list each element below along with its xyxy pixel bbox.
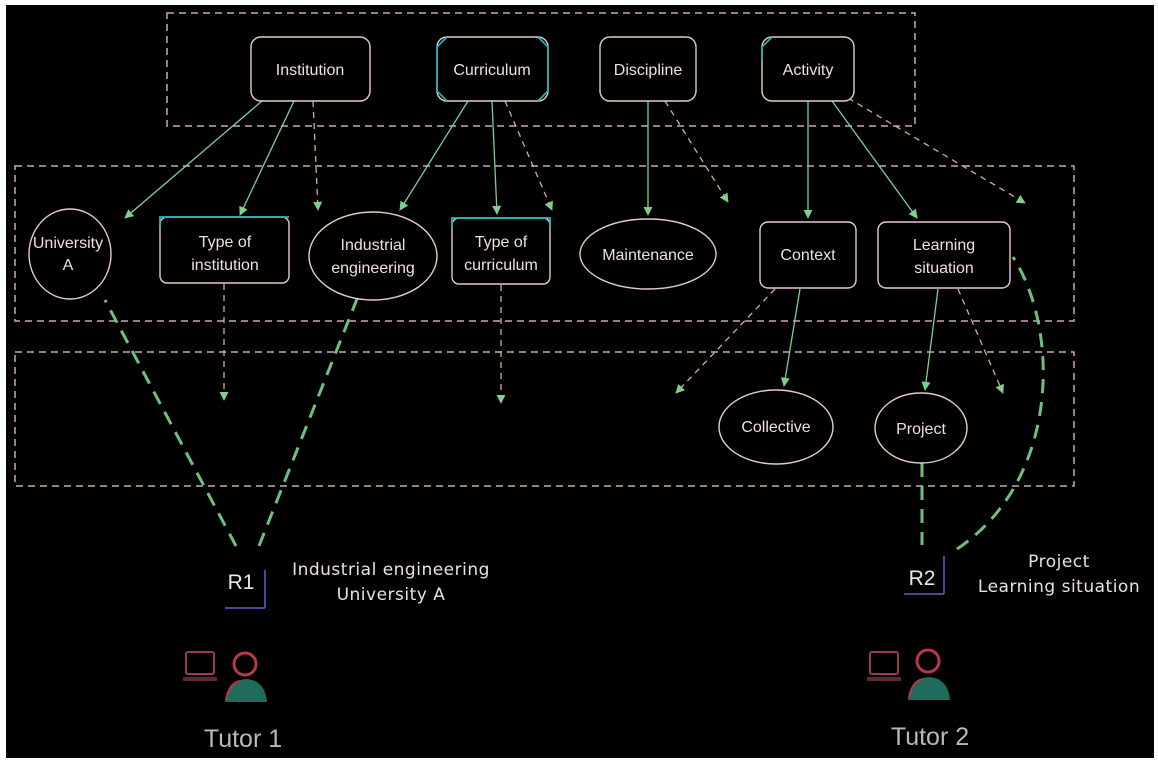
- node-curriculum: Curriculum: [436, 36, 549, 102]
- node-discipline: Discipline: [599, 36, 697, 102]
- project-label: Project: [896, 421, 946, 438]
- dashed-edges: [219, 97, 1026, 404]
- r1-description-line2: University A: [337, 585, 446, 605]
- type-institution-line1: Type of: [199, 234, 252, 251]
- edge-institution-university: [124, 100, 263, 219]
- resource-r2: R2 Project Learning situation: [904, 552, 1140, 597]
- edge-institution-dashed: [312, 100, 323, 211]
- node-maintenance: Maintenance: [579, 218, 717, 290]
- edge-activity-learning: [831, 100, 918, 219]
- link-r2-learning: [956, 256, 1045, 551]
- diagram-background: [6, 5, 1154, 758]
- node-university-a: University A: [28, 208, 112, 300]
- r2-label: R2: [909, 567, 936, 590]
- edge-curriculum-industrial: [399, 100, 469, 211]
- learning-label-line2: situation: [914, 260, 974, 277]
- r1-description-line1: Industrial engineering: [292, 560, 490, 580]
- edge-context-dashed: [675, 288, 776, 394]
- learning-label-line1: Learning: [913, 237, 975, 254]
- industrial-label-line1: Industrial: [341, 237, 406, 254]
- context-label: Context: [780, 247, 836, 264]
- institution-label: Institution: [276, 62, 344, 79]
- edge-activity-dashed: [847, 97, 1026, 204]
- tutor-1-icon: [183, 651, 267, 702]
- edge-curriculum-dashed: [504, 100, 553, 211]
- node-project: Project: [874, 392, 968, 464]
- edge-discipline-dashed: [664, 100, 729, 203]
- industrial-label-line2: engineering: [331, 260, 415, 277]
- top-level-box: [166, 12, 916, 127]
- discipline-label: Discipline: [614, 62, 683, 79]
- maintenance-label: Maintenance: [602, 247, 694, 264]
- edge-institution-type-institution: [239, 100, 295, 216]
- university-label-line1: University: [33, 235, 103, 252]
- collective-label: Collective: [741, 419, 810, 436]
- edge-curriculum-type-curriculum: [491, 100, 502, 215]
- edge-learning-project: [921, 288, 939, 391]
- curriculum-label: Curriculum: [453, 62, 530, 79]
- node-context: Context: [759, 221, 857, 289]
- r2-description-line1: Project: [1028, 552, 1090, 572]
- type-curriculum-line2: curriculum: [464, 257, 538, 274]
- node-activity: Activity: [761, 36, 855, 102]
- r2-description-line2: Learning situation: [978, 577, 1140, 597]
- activity-label: Activity: [783, 62, 834, 79]
- r1-label: R1: [228, 571, 255, 594]
- tutor-2-label: Tutor 2: [891, 723, 969, 751]
- university-label-line2: A: [63, 257, 74, 274]
- node-learning-situation: Learning situation: [877, 221, 1011, 289]
- tutor-2-icon: [867, 648, 950, 700]
- edge-learning-dashed: [957, 288, 1004, 394]
- node-industrial-engineering: Industrial engineering: [308, 211, 438, 301]
- node-collective: Collective: [718, 389, 834, 465]
- type-institution-line2: institution: [191, 257, 259, 274]
- node-institution: Institution: [250, 36, 371, 102]
- tutor-1-label: Tutor 1: [204, 725, 282, 753]
- node-type-of-institution: Type of institution: [159, 216, 290, 284]
- type-curriculum-line1: Type of: [475, 234, 528, 251]
- node-type-of-curriculum: Type of curriculum: [451, 217, 551, 285]
- low-level-box: [14, 351, 1075, 487]
- mid-level-box: [14, 165, 1075, 322]
- link-r1-university: [103, 299, 238, 547]
- resource-r1: R1 Industrial engineering University A: [225, 560, 490, 609]
- resource-links: [103, 256, 1045, 551]
- edge-context-collective: [780, 288, 801, 387]
- solid-edges: [124, 100, 939, 391]
